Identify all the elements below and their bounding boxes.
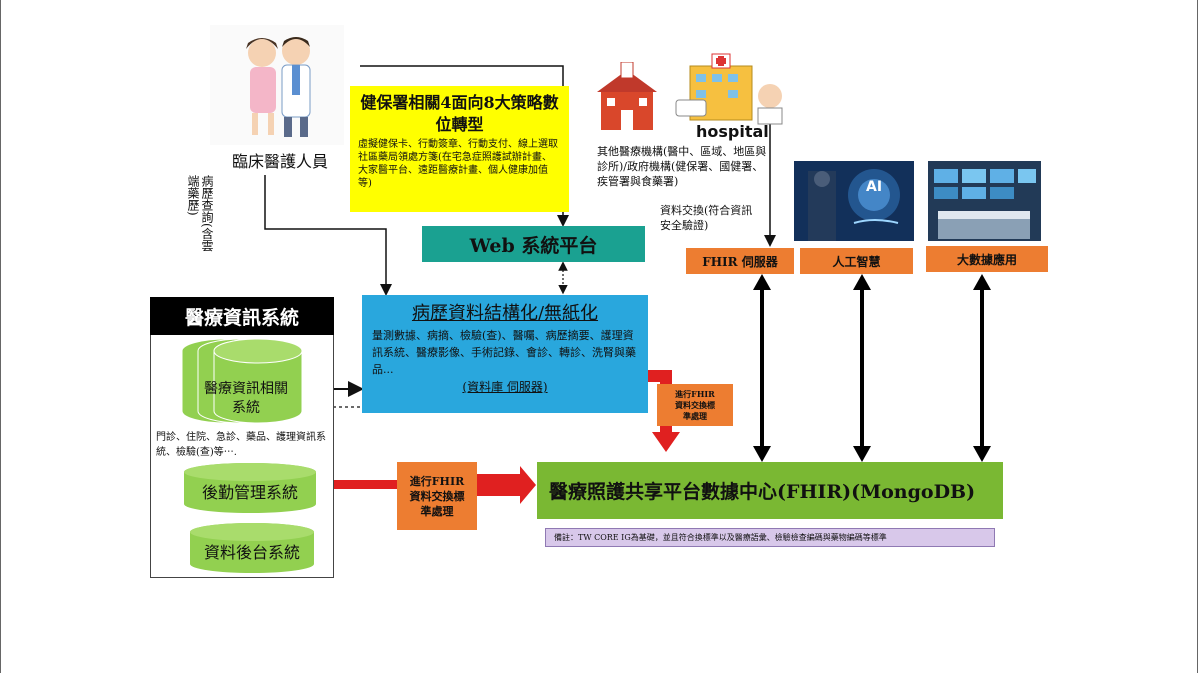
red-arrow-system-to-center xyxy=(318,480,397,489)
other-institutions-label: 其他醫療機構(醫中、區域、地區與診所)/政府機構(健保署、國健署、疾管署與食藥署… xyxy=(597,145,767,188)
control-room-icon xyxy=(928,161,1041,241)
fhir-process-line2: 資料交換標 xyxy=(409,489,465,503)
fhir-process-small-line3: 準處理 xyxy=(683,410,707,421)
web-platform-box: Web 系統平台 xyxy=(422,226,645,262)
structured-title: 病歷資料結構化/無紙化 xyxy=(411,303,599,324)
hospital-label: hospital xyxy=(696,122,769,141)
doctors-icon xyxy=(246,37,311,137)
ai-image-text: AI xyxy=(866,179,883,195)
ai-image: AI xyxy=(794,161,914,241)
policy-body: 虛擬健保卡、行動簽章、行動支付、線上選取社區藥局領處方箋(在宅急症照護試辦計畫、… xyxy=(358,139,558,189)
ai-brain-icon xyxy=(794,161,914,241)
backend-cylinder xyxy=(190,523,314,573)
logistics-cylinder xyxy=(184,463,316,513)
note-box: 備註：TW CORE IG為基礎，並且符合換標準以及醫療語彙、檢驗檢查編碼與藥物… xyxy=(545,528,995,547)
structured-footer: (資料庫 伺服器) xyxy=(462,380,548,394)
structured-records-box: 病歷資料結構化/無紙化 量測數據、病摘、檢驗(查)、醫囑、病歷摘要、護理資訊系統… xyxy=(362,295,648,413)
fhir-process-small-line2: 資料交換標 xyxy=(675,399,715,410)
double-arrow-fhir xyxy=(753,274,771,462)
hospital-image: hospital xyxy=(672,52,794,144)
fhir-server-box: FHIR 伺服器 xyxy=(686,248,794,274)
clinical-staff-image xyxy=(210,25,344,145)
policy-box: 健保署相關4面向8大策略數位轉型 虛擬健保卡、行動簽章、行動支付、線上選取社區藥… xyxy=(350,86,569,212)
clinical-label: 臨床醫護人員 xyxy=(232,152,329,171)
records-query-label: 病歷查詢(含雲端藥歷) xyxy=(186,175,214,252)
fhir-process-small-line1: 進行FHIR xyxy=(675,388,715,399)
data-center-box: 醫療照護共享平台數據中心(FHIR)(MongoDB) xyxy=(537,462,1003,519)
bigdata-box: 大數據應用 xyxy=(926,246,1048,272)
fhir-process-small-box: 進行FHIR 資料交換標 準處理 xyxy=(657,384,733,426)
fhir-process-line3: 準處理 xyxy=(420,504,454,518)
fhir-process-box: 進行FHIR 資料交換標 準處理 xyxy=(397,462,477,530)
data-exchange-label: 資料交換(符合資訊安全驗證) xyxy=(660,204,753,232)
clinic-image xyxy=(593,62,661,144)
medical-system-title: 醫療資訊系統 xyxy=(150,297,334,335)
fhir-process-line1: 進行FHIR xyxy=(409,474,465,488)
bigdata-image xyxy=(928,161,1041,241)
database-cylinders xyxy=(181,338,303,424)
double-arrow-ai xyxy=(853,274,871,462)
logistics-label: 後勤管理系統 xyxy=(201,483,298,502)
hospital-building-icon xyxy=(675,53,783,125)
connector-clinical-to-structured xyxy=(264,175,392,296)
backend-label: 資料後台系統 xyxy=(203,543,300,562)
related-systems-detail: 門診、住院、急診、藥品、護理資訊系統、檢驗(查)等⋯. xyxy=(156,432,326,458)
double-arrow-bigdata xyxy=(973,274,991,462)
red-arrow-head-main xyxy=(477,466,536,504)
ai-box: 人工智慧 xyxy=(800,248,913,274)
policy-title: 健保署相關4面向8大策略數位轉型 xyxy=(360,93,559,134)
structured-body: 量測數據、病摘、檢驗(查)、醫囑、病歷摘要、護理資訊系統、醫療影像、手術記錄、會… xyxy=(372,329,636,376)
related-systems-label: 醫療資訊相關系統 xyxy=(204,381,288,416)
clinic-building-icon xyxy=(597,62,657,130)
